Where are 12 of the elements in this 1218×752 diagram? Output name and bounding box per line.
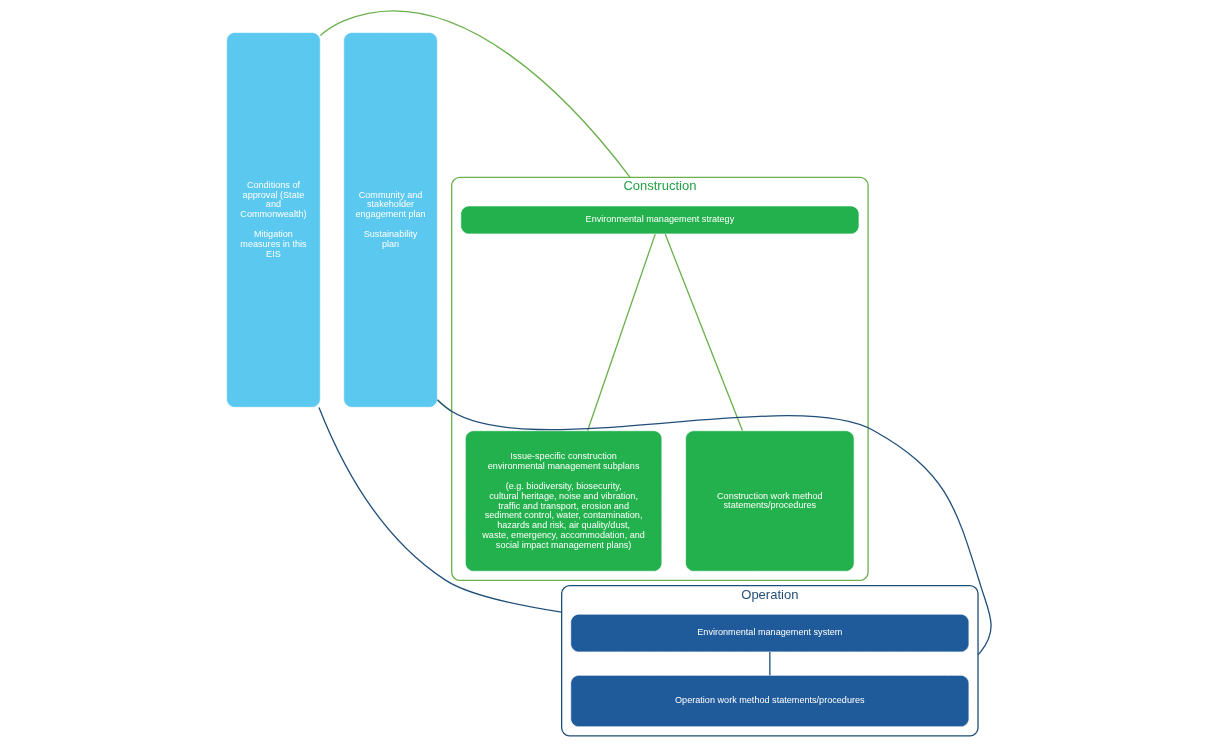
node-box: Environmental management strategy (460, 205, 860, 235)
connector (318, 406, 563, 613)
node-box: Conditions of approval (State and Commonwealth) Mitigation measures in this EIS (226, 32, 321, 408)
node-box: Operation work method statements/procedures (570, 675, 970, 728)
connector (319, 10, 631, 178)
connector (769, 651, 771, 676)
node-box: Construction work method statements/procedures (685, 430, 855, 572)
node-box: Issue-specific construction environmental management subplans (e.g. biodiversity, biosecurity, cultural heritage, noise and vibration, traffic and transport, erosion and sediment control, water, contamination, hazards and risk, air quality/dust, waste, emergency, accommodation, and social impact management plans) (465, 430, 663, 572)
connector (587, 233, 656, 432)
connector (664, 233, 744, 432)
node-box: Community and stakeholder engagement plan Sustainability plan (343, 32, 438, 408)
node-box: Environmental management system (570, 613, 970, 653)
